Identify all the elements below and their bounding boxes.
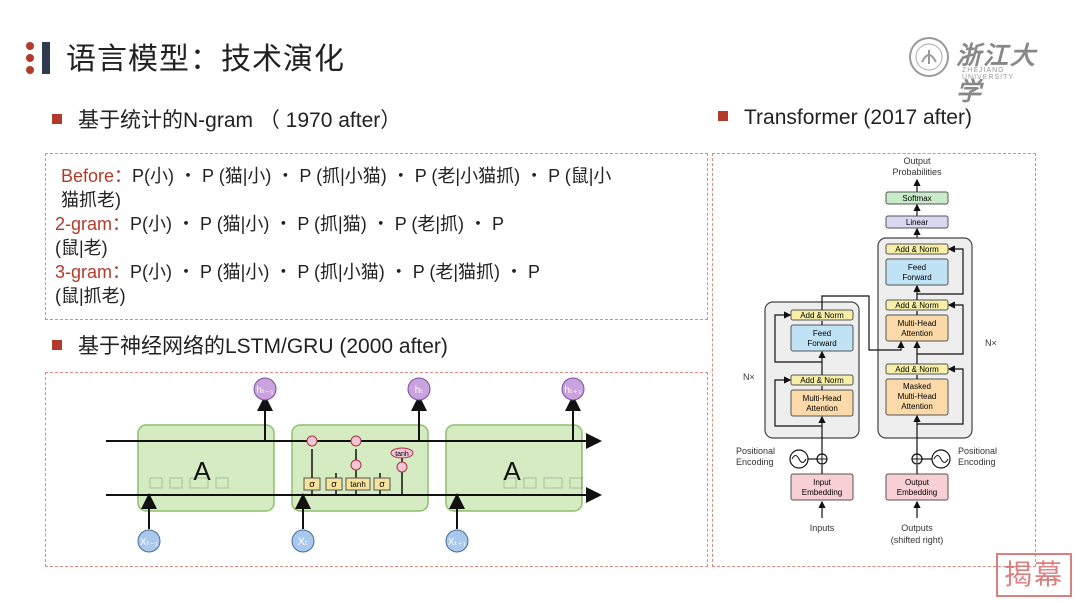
- input-emb-label-1: Input: [813, 478, 832, 487]
- ngram-box: Before：P(小) ・ P (猫|小) ・ P (抓|小猫) ・ P (老|…: [45, 153, 708, 320]
- x-prev-node: [137, 529, 161, 553]
- encoder-nx-label: N×: [743, 372, 755, 382]
- tanh-pointwise-label: tanh: [395, 451, 409, 458]
- dec-mmha-label-3: Attention: [901, 402, 933, 411]
- bullet-square: [52, 340, 62, 351]
- two-gram-formula: P(小) ・ P (猫|小) ・ P (抓|猫) ・ P (老|抓) ・ P: [130, 214, 505, 234]
- output-probs-label-2: Probabilities: [892, 167, 942, 177]
- h-cur-label: hₜ: [415, 385, 424, 396]
- dec-addnorm-1-label: Add & Norm: [895, 365, 939, 374]
- x-prev-label: Xₜ₋₁: [140, 537, 159, 548]
- outputs-label-2: (shifted right): [891, 535, 944, 545]
- ngram-heading: 基于统计的N-gram （ 1970 after）: [52, 104, 401, 134]
- forget-multiply-icon: [306, 435, 318, 447]
- add-icon: [350, 435, 362, 447]
- ngram-heading-text: 基于统计的N-gram （ 1970 after）: [78, 109, 402, 132]
- sigma-gate-2: [325, 477, 343, 491]
- sigma-gate-3-label: σ: [379, 479, 385, 489]
- dec-addnorm-2-label: Add & Norm: [895, 301, 939, 310]
- lstm-diagram: A A tanh σ σ tanh: [106, 377, 602, 553]
- enc-mha-label-1: Multi-Head: [803, 394, 842, 403]
- ngram-3gram-cont: (鼠|抓老): [55, 286, 126, 306]
- tanh-gate-label: tanh: [350, 480, 366, 489]
- x-next-node: [445, 529, 469, 553]
- three-gram-formula: P(小) ・ P (猫|小) ・ P (抓|小猫) ・ P (老|猫抓) ・ P: [130, 262, 541, 282]
- h-prev-label: hₜ₋₁: [256, 385, 274, 396]
- lstm-cell-prev-label: A: [193, 456, 211, 486]
- x-cur-node: [291, 529, 315, 553]
- lstm-heading-text: 基于神经网络的LSTM/GRU (2000 after): [78, 335, 448, 358]
- linear-label: Linear: [906, 218, 929, 227]
- ngram-2gram-line: 2-gram：P(小) ・ P (猫|小) ・ P (抓|猫) ・ P (老|抓…: [55, 212, 504, 236]
- output-emb-label-1: Output: [905, 478, 930, 487]
- dec-mha-label-2: Attention: [901, 329, 933, 338]
- dec-ff-label-1: Feed: [908, 263, 926, 272]
- h-next-label: hₜ₊₁: [564, 385, 582, 396]
- watermark-stamp: 揭幕: [996, 553, 1072, 597]
- lstm-cell-prev: [137, 424, 275, 512]
- h-next-node: [561, 377, 585, 401]
- ngram-2gram-cont: (鼠|老): [55, 238, 108, 258]
- before-label: Before：: [61, 166, 133, 186]
- dec-mmha-label-1: Masked: [903, 382, 931, 391]
- three-gram-label: 3-gram：: [55, 262, 131, 282]
- softmax-label: Softmax: [902, 194, 931, 203]
- x-next-label: Xₜ₊₁: [448, 537, 467, 548]
- before-formula: P(小) ・ P (猫|小) ・ P (抓|小猫) ・ P (老|小猫抓) ・ …: [132, 166, 612, 186]
- input-multiply-icon: [350, 459, 362, 471]
- bullet-square: [718, 111, 728, 122]
- inputs-label: Inputs: [810, 523, 835, 533]
- decoder-nx-label: N×: [985, 338, 997, 348]
- dec-pos-label-1: Positional: [958, 446, 997, 456]
- sigma-gate-1: [303, 477, 321, 491]
- encoder-stack: [764, 301, 860, 439]
- ngram-before-line: Before：P(小) ・ P (猫|小) ・ P (抓|小猫) ・ P (老|…: [61, 164, 611, 188]
- transformer-diagram: Output Probabilities Softmax Linear N× A…: [736, 156, 997, 545]
- dec-pos-label-2: Encoding: [958, 457, 996, 467]
- input-emb-label-2: Embedding: [802, 488, 842, 497]
- enc-addnorm-1-label: Add & Norm: [800, 376, 844, 385]
- output-emb-label-2: Embedding: [897, 488, 937, 497]
- output-probs-label-1: Output: [903, 156, 931, 166]
- dec-mha-label-1: Multi-Head: [898, 319, 937, 328]
- h-prev-node: [253, 377, 277, 401]
- logo-name: 浙江大学: [956, 41, 1038, 106]
- output-multiply-icon: [396, 461, 408, 473]
- transformer-heading: Transformer (2017 after): [718, 106, 972, 130]
- transformer-heading-text: Transformer (2017 after): [744, 106, 972, 129]
- enc-ff-label-1: Feed: [813, 329, 831, 338]
- dec-mmha-label-2: Multi-Head: [898, 392, 937, 401]
- enc-addnorm-2-label: Add & Norm: [800, 311, 844, 320]
- dec-ff-label-2: Forward: [902, 273, 931, 282]
- two-gram-label: 2-gram：: [55, 214, 131, 234]
- enc-ff-label-2: Forward: [807, 339, 836, 348]
- title-bullet-icon: [26, 40, 56, 76]
- bullet-square: [52, 114, 62, 125]
- logo-subtitle: ZHEJIANG UNIVERSITY: [962, 67, 1015, 81]
- dec-addnorm-3-label: Add & Norm: [895, 245, 939, 254]
- enc-mha-label-2: Attention: [806, 404, 838, 413]
- university-emblem-icon: [909, 37, 949, 77]
- tanh-pointwise-icon: [390, 447, 414, 459]
- lstm-heading: 基于神经网络的LSTM/GRU (2000 after): [52, 330, 448, 360]
- lstm-cell-next: [445, 424, 583, 512]
- ngram-3gram-line: 3-gram：P(小) ・ P (猫|小) ・ P (抓|小猫) ・ P (老|…: [55, 260, 540, 284]
- enc-pos-label-2: Encoding: [736, 457, 774, 467]
- tanh-gate: [345, 477, 371, 491]
- outputs-label-1: Outputs: [901, 523, 933, 533]
- ngram-before-cont: 猫抓老): [61, 190, 121, 210]
- enc-pos-label-1: Positional: [736, 446, 775, 456]
- lstm-cell-next-label: A: [503, 456, 521, 486]
- lstm-box: A A tanh σ σ tanh: [45, 372, 708, 567]
- page-title: 语言模型：技术演化: [66, 43, 345, 76]
- transformer-box: Output Probabilities Softmax Linear N× A…: [712, 153, 1036, 567]
- sigma-gate-2-label: σ: [331, 479, 337, 489]
- sigma-gate-3: [373, 477, 391, 491]
- sigma-gate-1-label: σ: [309, 479, 315, 489]
- h-cur-node: [407, 377, 431, 401]
- x-cur-label: Xₜ: [298, 536, 309, 548]
- university-logo: 浙江大学 ZHEJIANG UNIVERSITY: [908, 34, 1048, 106]
